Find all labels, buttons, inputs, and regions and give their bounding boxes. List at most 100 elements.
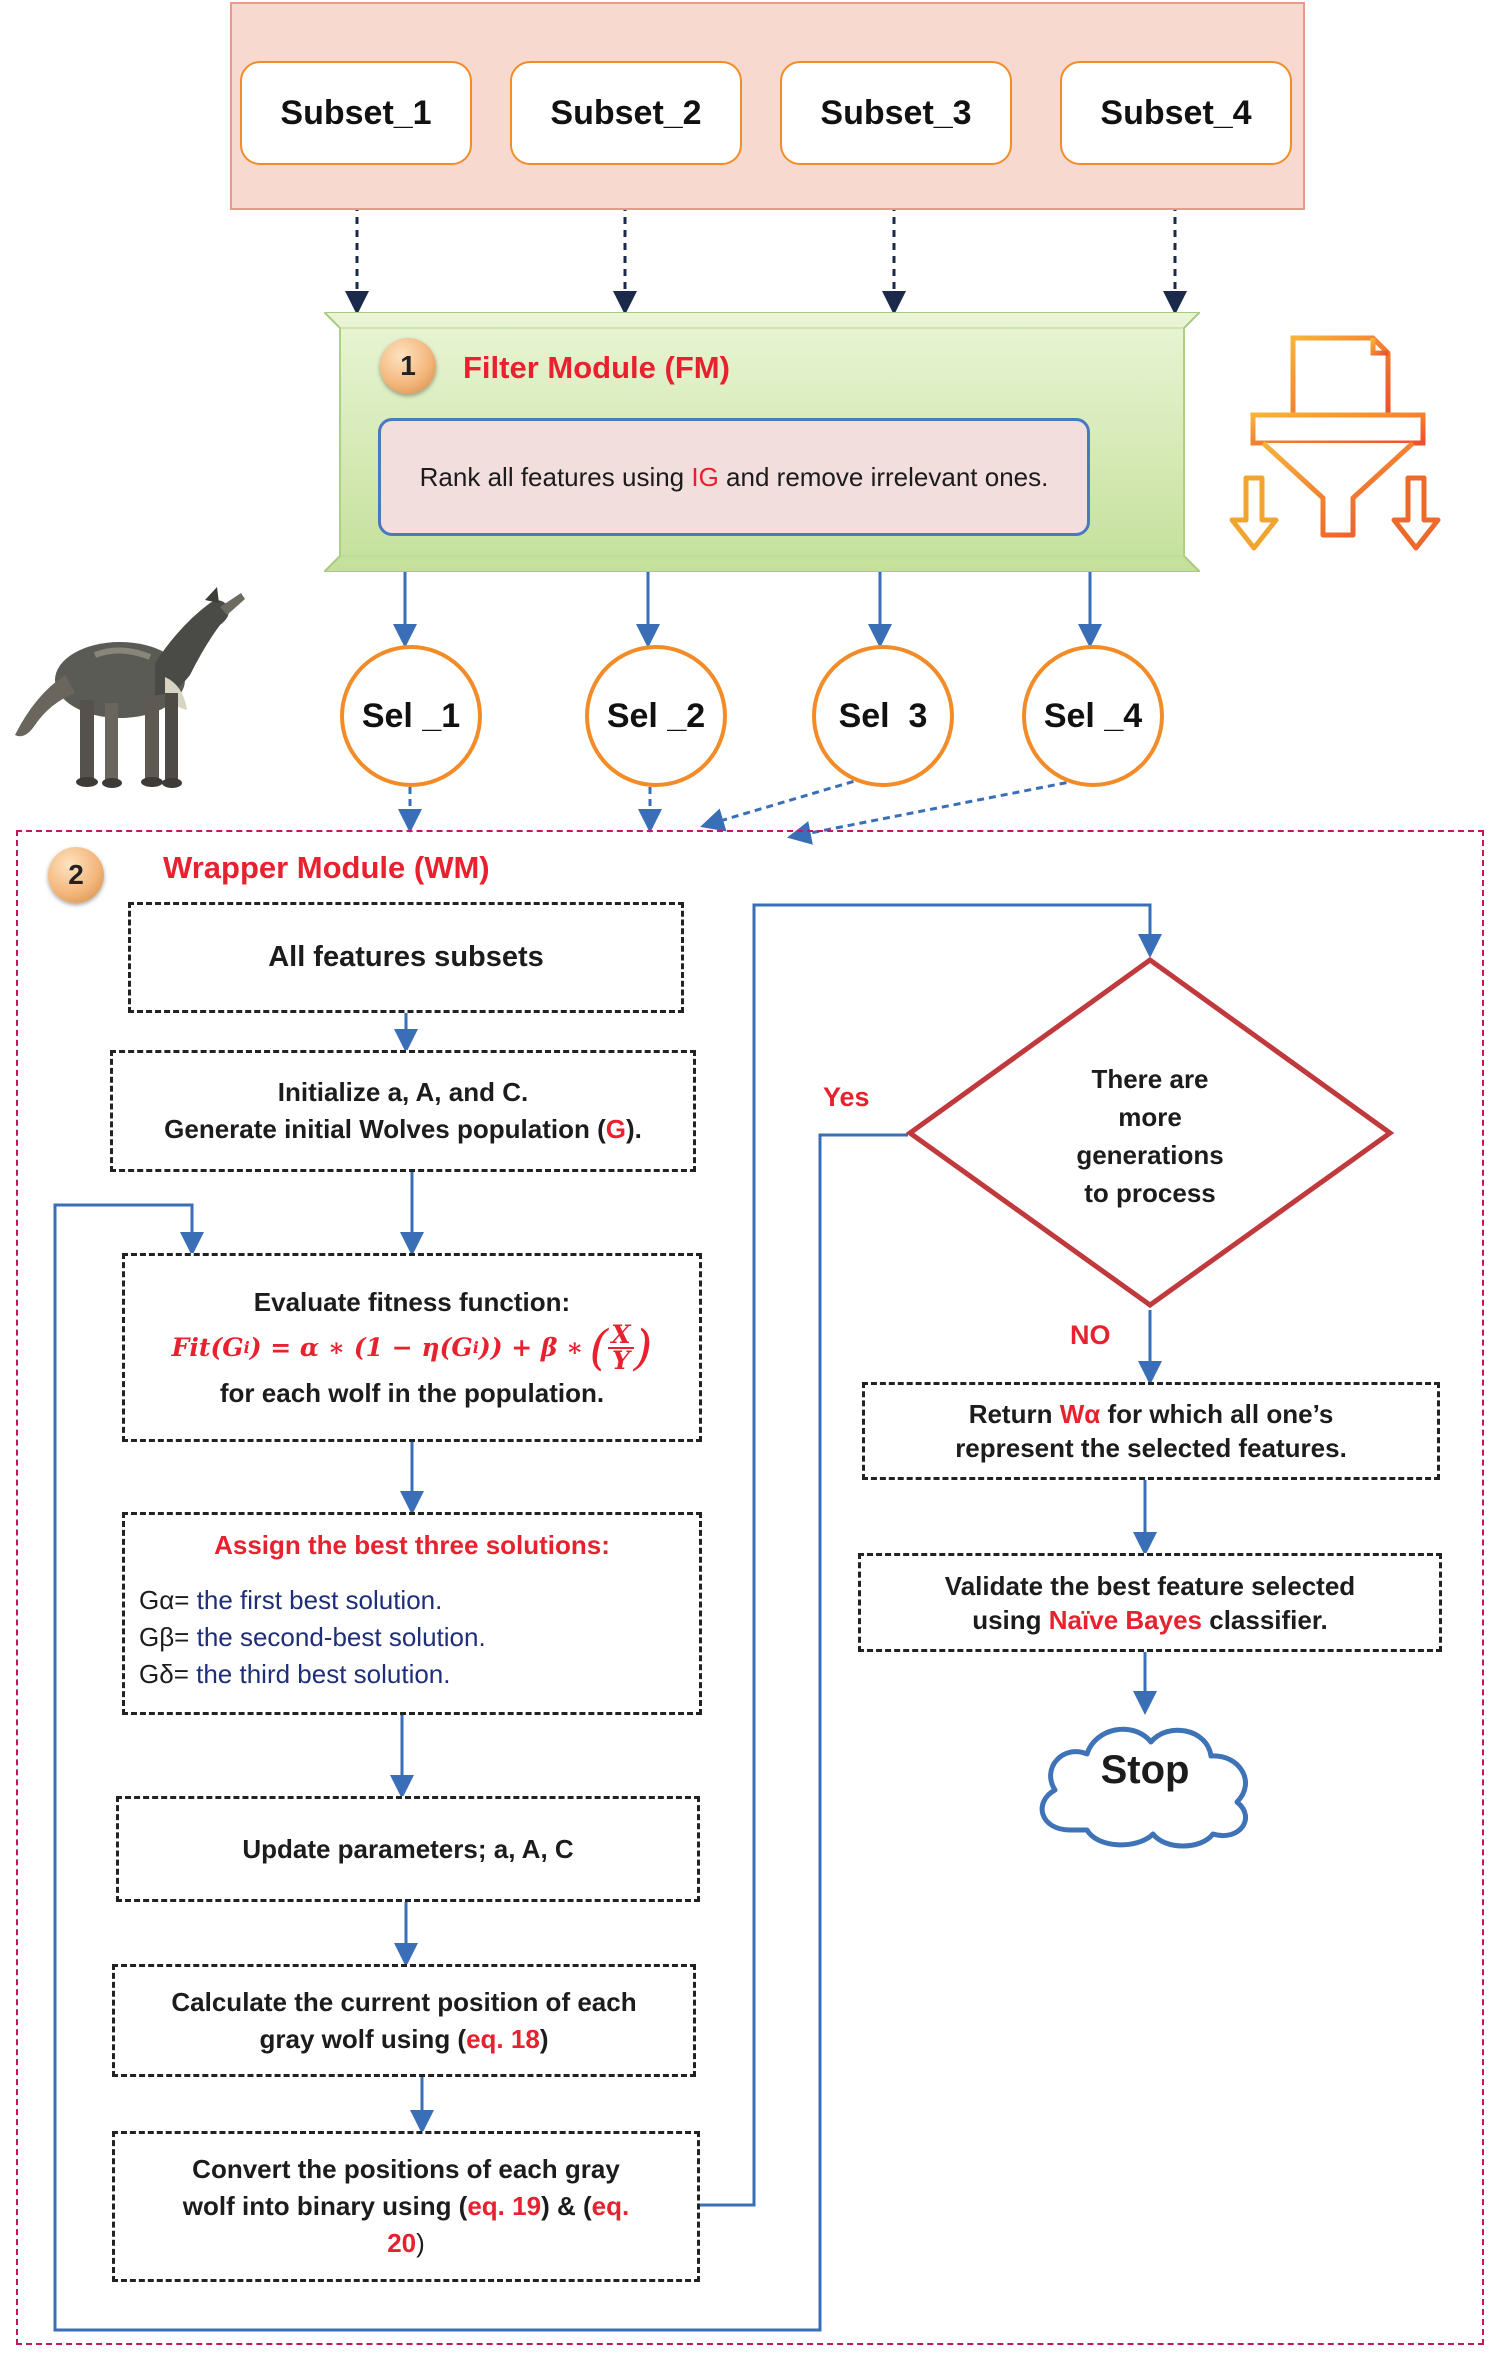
filter-desc-text-2: and remove irrelevant ones.	[718, 462, 1049, 492]
fitness-formula-paren-close: )	[633, 1319, 653, 1376]
convert-line-3-end: )	[416, 2228, 425, 2258]
initialize-line-2-end: ).	[625, 1114, 642, 1144]
convert-line-2: wolf into binary using (eq. 19) & (eq.	[183, 2188, 629, 2225]
validate-line-1: Validate the best feature selected	[944, 1570, 1356, 1601]
wrapper-module-badge: 2	[48, 847, 104, 903]
convert-eq-19: eq. 19	[467, 2191, 542, 2221]
stop-label: Stop	[1100, 1748, 1190, 1792]
arrow-sel4-wrapper	[787, 776, 1091, 845]
convert-line-3: 20)	[387, 2225, 425, 2262]
fitness-formula-mid2: )) + β ∗	[478, 1332, 584, 1362]
return-line-2: represent the selected features.	[955, 1433, 1347, 1463]
wrapper-module-badge-number: 2	[68, 859, 84, 890]
fitness-formula-fraction: X Y	[608, 1322, 634, 1373]
subset-1-box: Subset_1	[240, 61, 472, 165]
subset-2-box: Subset_2	[510, 61, 742, 165]
subset-3-label: Subset_3	[820, 93, 972, 132]
return-line-1: Return Wα for which all one’s	[969, 1397, 1334, 1431]
decision-text: There are more generations to process	[1040, 1060, 1260, 1212]
return-step: Return Wα for which all one’s represent …	[862, 1382, 1440, 1480]
assign-alpha-symbol: Gα=	[139, 1585, 190, 1615]
subset-3-box: Subset_3	[780, 61, 1012, 165]
selected-subset-3: Sel 3	[812, 645, 954, 787]
filter-desc-ig: IG	[691, 462, 719, 492]
selected-subset-3-label: Sel 3	[838, 696, 928, 735]
subset-1-label: Subset_1	[280, 93, 432, 132]
assign-alpha-text: the first best solution.	[189, 1585, 443, 1615]
validate-line-2-text: using	[972, 1604, 1049, 1635]
assign-title: Assign the best three solutions:	[214, 1530, 610, 1560]
convert-line-2-mid: ) & (	[541, 2191, 592, 2221]
assign-alpha-line: Gα= the first best solution.	[139, 1582, 442, 1619]
initialize-line-1: Initialize a, A, and C.	[277, 1077, 529, 1107]
validate-line-2-end: classifier.	[1202, 1604, 1328, 1635]
filter-module-title: Filter Module (FM)	[463, 350, 730, 385]
validate-line-2: using Naïve Bayes classifier.	[972, 1603, 1328, 1637]
decision-line-1: There are	[1091, 1064, 1209, 1094]
fitness-formula-numerator: X	[608, 1322, 634, 1349]
wrapper-module-title: Wrapper Module (WM)	[163, 850, 490, 885]
stop-cloud-icon	[1039, 1726, 1249, 1849]
convert-binary-step: Convert the positions of each gray wolf …	[112, 2131, 700, 2282]
decision-diamond	[905, 956, 1395, 1309]
decision-line-2: more	[1118, 1102, 1182, 1132]
validate-step: Validate the best feature selected using…	[858, 1553, 1442, 1652]
fitness-footer: for each wolf in the population.	[219, 1377, 605, 1408]
assign-delta-text: the third best solution.	[188, 1659, 451, 1689]
update-parameters-text: Update parameters; a, A, C	[242, 1833, 574, 1864]
validate-classifier-name: Naïve Bayes	[1048, 1604, 1203, 1635]
subset-2-label: Subset_2	[550, 93, 702, 132]
decision-line-4: to process	[1084, 1178, 1216, 1208]
convert-line-2-text: wolf into binary using (	[182, 2191, 468, 2221]
calculate-line-2-text: gray wolf using (	[259, 2023, 467, 2054]
selected-subset-2-label: Sel _2	[606, 696, 706, 735]
assign-beta-text: the second-best solution.	[189, 1622, 486, 1652]
return-line-1-text: Return	[968, 1399, 1060, 1429]
all-features-text: All features subsets	[268, 941, 544, 973]
initialize-line-2: Generate initial Wolves population (G).	[164, 1111, 642, 1148]
assign-delta-symbol: Gδ=	[139, 1659, 189, 1689]
assign-delta-line: Gδ= the third best solution.	[139, 1656, 451, 1693]
fitness-step: Evaluate fitness function: Fit(G i) = α ∗…	[122, 1253, 702, 1442]
calculate-position-step: Calculate the current position of each g…	[112, 1964, 696, 2077]
fitness-title: Evaluate fitness function:	[253, 1286, 571, 1317]
subset-4-label: Subset_4	[1100, 93, 1252, 132]
all-features-step: All features subsets	[128, 902, 684, 1013]
convert-line-1: Convert the positions of each gray	[192, 2154, 620, 2184]
wrapper-module-frame	[16, 830, 1484, 2345]
fitness-formula-paren-open: (	[589, 1319, 609, 1376]
no-label: NO	[1070, 1320, 1111, 1350]
yes-label: Yes	[823, 1082, 870, 1112]
filter-module-badge-number: 1	[400, 350, 416, 381]
filter-desc-text-1: Rank all features using	[419, 462, 692, 492]
fitness-formula-sub-2: i	[472, 1337, 479, 1357]
document-funnel-icon	[1229, 335, 1441, 551]
fitness-formula-lhs: Fit(G	[171, 1332, 244, 1362]
initialize-line-2-text: Generate initial Wolves population (	[164, 1114, 606, 1144]
selected-subset-4: Sel _4	[1022, 645, 1164, 787]
selected-subset-2: Sel _2	[585, 645, 727, 787]
update-parameters-step: Update parameters; a, A, C	[116, 1796, 700, 1902]
decision-line-3: generations	[1076, 1140, 1224, 1170]
calculate-line-2-end: )	[539, 2023, 549, 2054]
calculate-eq-18: eq. 18	[466, 2023, 540, 2054]
calculate-line-2: gray wolf using (eq. 18)	[260, 2021, 549, 2058]
fitness-formula-mid: ) = α ∗ (1 − η(G	[249, 1332, 473, 1362]
filter-module-badge: 1	[380, 338, 436, 394]
selected-subset-4-label: Sel _4	[1043, 696, 1143, 735]
convert-eq-20-prefix: eq.	[591, 2191, 630, 2221]
subset-4-box: Subset_4	[1060, 61, 1292, 165]
selected-subset-1: Sel _1	[340, 645, 482, 787]
wolf-illustration	[15, 587, 245, 788]
arrow-sel3-wrapper	[700, 776, 866, 832]
assign-beta-line: Gβ= the second-best solution.	[139, 1619, 486, 1656]
initialize-population-symbol: G	[605, 1114, 626, 1144]
calculate-line-1: Calculate the current position of each	[171, 1986, 637, 2017]
assign-best-step: Assign the best three solutions: Gα= the…	[122, 1512, 702, 1715]
convert-eq-20-number: 20	[387, 2228, 417, 2258]
return-alpha-symbol: Wα	[1059, 1399, 1101, 1429]
return-line-1-end: for which all one’s	[1100, 1399, 1334, 1429]
filter-module-description: Rank all features using IG and remove ir…	[378, 418, 1090, 536]
